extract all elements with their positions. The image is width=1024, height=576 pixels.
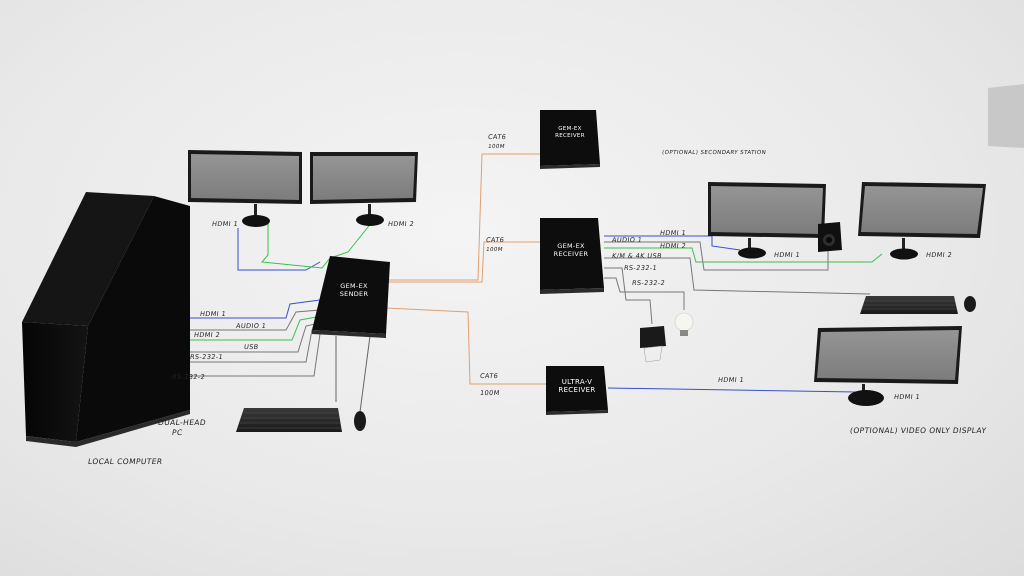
rx-port-audio1: AUDIO 1	[611, 236, 643, 244]
ultrav-cable-label: CAT6	[479, 372, 499, 380]
ultrav-distance-label: 100M	[479, 389, 501, 397]
gem-ex-sender	[312, 256, 390, 338]
local-monitor-1-label: HDMI 1	[211, 220, 239, 228]
pc-hdmi2-cable	[180, 315, 323, 341]
secondary-monitor-2-label: HDMI 2	[925, 251, 953, 259]
receiver-main-label: GEM-EX RECEIVER	[544, 242, 598, 258]
pc-label-line2: PC	[171, 428, 184, 437]
rx-port-rs232-2: RS-232-2	[631, 279, 666, 287]
receiver-top-label: GEM-EX RECEIVER	[544, 126, 596, 140]
local-monitor-2	[310, 152, 418, 226]
receiver-main-distance-label: 100M	[485, 247, 504, 253]
rx-port-km-usb: K/M & 4K USB	[611, 252, 663, 260]
cat6-to-ultrav	[385, 307, 546, 385]
rx-port-hdmi2: HDMI 2	[659, 242, 687, 250]
gem-ex-receiver-main	[540, 218, 604, 294]
secondary-monitor-1-label: HDMI 1	[773, 251, 801, 259]
receiver-main-cable-label: CAT6	[485, 236, 505, 244]
pc-port-hdmi1: HDMI 1	[199, 310, 227, 318]
ultrav-hdmi1-cable	[607, 387, 857, 393]
local-monitor-2-label: HDMI 2	[387, 220, 415, 228]
cat6-to-main-receiver	[386, 241, 540, 283]
rx-port-hdmi1: HDMI 1	[659, 229, 687, 237]
pc-port-rs232-2: RS-232-2	[171, 373, 206, 381]
local-keyboard	[236, 408, 342, 432]
receiver-top-distance-label: 100M	[487, 144, 506, 150]
ultra-v-receiver	[546, 366, 608, 415]
hdmi1-cable-local	[237, 228, 321, 271]
secondary-keyboard	[860, 296, 958, 314]
serial-printer	[640, 326, 666, 363]
secondary-station-caption: (OPTIONAL) SECONDARY STATION	[661, 150, 767, 156]
rx-hdmi1-cable	[604, 235, 741, 251]
ultrav-output-label: HDMI 1	[717, 376, 745, 384]
pc-hdmi1-cable	[180, 299, 321, 319]
video-only-display	[814, 326, 962, 406]
rx-hdmi2-cable	[604, 247, 883, 263]
pc-audio-cable	[180, 309, 321, 331]
secondary-monitor-1	[708, 182, 826, 259]
video-only-display-caption: (OPTIONAL) VIDEO ONLY DISPLAY	[849, 426, 988, 435]
local-computer-tower	[22, 192, 190, 447]
gem-ex-receiver-top	[540, 110, 600, 169]
sender-label-line1: GEM-EX	[340, 282, 368, 290]
speaker	[818, 222, 842, 252]
sender-label: GEM-EX SENDER	[330, 282, 378, 298]
receiver-top-cable-label: CAT6	[487, 133, 507, 141]
ultrav-label-line1: ULTRA-V	[561, 378, 593, 386]
rx-usb-cable	[604, 257, 871, 295]
local-computer-caption: LOCAL COMPUTER	[87, 457, 164, 466]
pc-port-usb: USB	[243, 343, 260, 351]
local-monitor-1	[188, 150, 302, 227]
rx-rs232-1-cable	[604, 267, 653, 325]
sender-label-line2: SENDER	[339, 290, 369, 298]
ultrav-label-line2: RECEIVER	[558, 386, 596, 394]
mouse-cable	[359, 335, 371, 413]
receiver-main-line1: GEM-EX	[557, 242, 585, 250]
secondary-mouse	[964, 296, 976, 312]
receiver-main-line2: RECEIVER	[553, 250, 589, 258]
cat6-to-top-receiver	[386, 153, 540, 281]
light-bulb	[674, 312, 694, 336]
pc-port-hdmi2: HDMI 2	[193, 331, 221, 339]
rx-rs232-2-cable	[604, 277, 685, 310]
pc-port-audio1: AUDIO 1	[235, 322, 267, 330]
pc-port-rs232-1: RS-232-1	[189, 353, 224, 361]
hdmi2-cable-local	[260, 218, 373, 269]
receiver-top-line1: GEM-EX	[558, 126, 582, 132]
video-display-label: HDMI 1	[893, 393, 921, 401]
local-keyboard-keys	[238, 412, 341, 429]
rx-port-rs232-1: RS-232-1	[623, 264, 658, 272]
pc-label-line1: DUAL-HEAD	[157, 418, 207, 427]
receiver-top-line2: RECEIVER	[555, 133, 585, 139]
ultrav-label: ULTRA-V RECEIVER	[550, 378, 604, 394]
secondary-monitor-2	[858, 182, 986, 260]
local-mouse	[354, 411, 366, 431]
rx-audio-cable	[604, 241, 829, 271]
background-panel	[988, 84, 1024, 148]
cables	[180, 153, 883, 413]
